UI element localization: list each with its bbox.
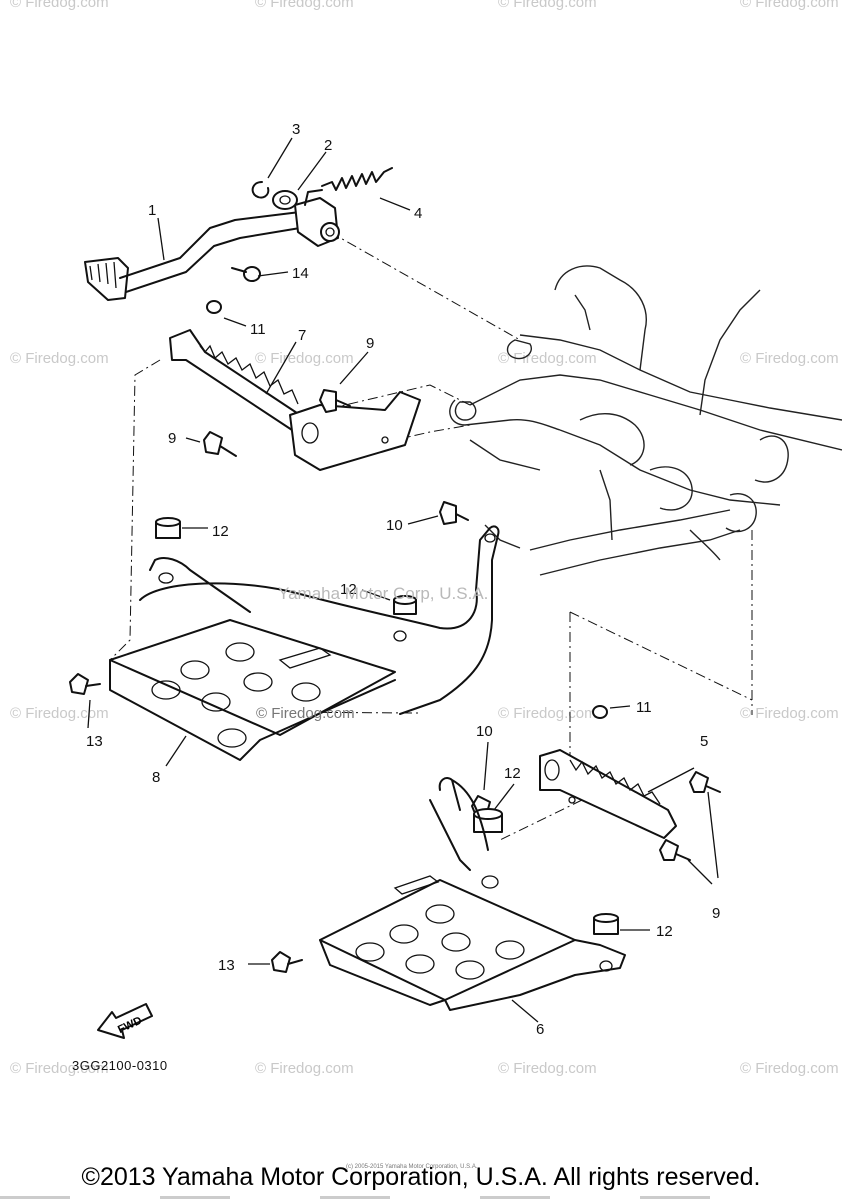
watermark: © Firedog.com — [498, 350, 597, 367]
watermark: © Firedog.com — [740, 0, 839, 11]
callout-9: 9 — [168, 430, 176, 447]
callout-10: 10 — [386, 517, 403, 534]
callout-6: 6 — [536, 1021, 544, 1038]
callout-11: 11 — [250, 321, 266, 338]
watermark: © Firedog.com — [10, 705, 109, 722]
callout-14: 14 — [292, 265, 309, 282]
watermark: © Firedog.com — [255, 0, 354, 11]
callout-5: 5 — [700, 733, 708, 750]
callout-9: 9 — [712, 905, 720, 922]
callout-11: 11 — [636, 699, 652, 716]
cropped-watermark-row — [0, 1193, 842, 1200]
diagram-code: 3GG2100-0310 — [72, 1058, 168, 1073]
washer-and-clip — [251, 181, 298, 210]
spring — [321, 167, 393, 191]
callout-9: 9 — [366, 335, 374, 352]
left-footrest — [169, 300, 421, 471]
callout-12: 12 — [504, 765, 521, 782]
watermark: © Firedog.com — [498, 705, 597, 722]
watermark: © Firedog.com — [10, 350, 109, 367]
copyright-notice: ©2013 Yamaha Motor Corporation, U.S.A. A… — [81, 1163, 761, 1191]
callout-2: 2 — [324, 137, 332, 154]
leader-lines — [109, 231, 753, 841]
callout-7: 7 — [298, 327, 306, 344]
watermark: © Firedog.com — [256, 705, 355, 722]
watermark: © Firedog.com — [740, 705, 839, 722]
callout-12: 12 — [656, 923, 673, 940]
callout-12: 12 — [340, 581, 357, 598]
right-footboard — [319, 777, 626, 1011]
watermark: © Firedog.com — [740, 1060, 839, 1077]
callout-13: 13 — [86, 733, 103, 750]
callout-13: 13 — [218, 957, 235, 974]
center-watermark: Yamaha Motor Corp, U.S.A. — [278, 584, 489, 603]
callout-8: 8 — [152, 769, 160, 786]
watermark: © Firedog.com — [10, 1060, 109, 1077]
watermark: © Firedog.com — [10, 0, 109, 11]
callout-leaders — [87, 137, 719, 1023]
frame-outline — [449, 265, 842, 576]
watermark: © Firedog.com — [498, 1060, 597, 1077]
brake-pedal — [84, 189, 340, 301]
watermark: © Firedog.com — [740, 350, 839, 367]
left-footboard — [109, 525, 500, 761]
watermark: © Firedog.com — [255, 1060, 354, 1077]
callout-3: 3 — [292, 121, 300, 138]
callout-10: 10 — [476, 723, 493, 740]
callout-1: 1 — [148, 202, 156, 219]
pedal-bolt — [231, 266, 261, 282]
callout-12: 12 — [212, 523, 229, 540]
fwd-arrow-icon: FWD — [97, 1003, 153, 1039]
watermark: © Firedog.com — [255, 350, 354, 367]
callout-numbers: 1 2 3 4 14 11 7 9 9 12 10 12 13 8 11 10 … — [86, 121, 720, 1038]
dampers — [155, 517, 619, 935]
callout-4: 4 — [414, 205, 422, 222]
right-footrest — [539, 749, 677, 839]
watermark: © Firedog.com — [498, 0, 597, 11]
fine-print: (c) 2005-2015 Yamaha Motor Corporation, … — [346, 1164, 478, 1170]
bolts — [69, 389, 721, 973]
